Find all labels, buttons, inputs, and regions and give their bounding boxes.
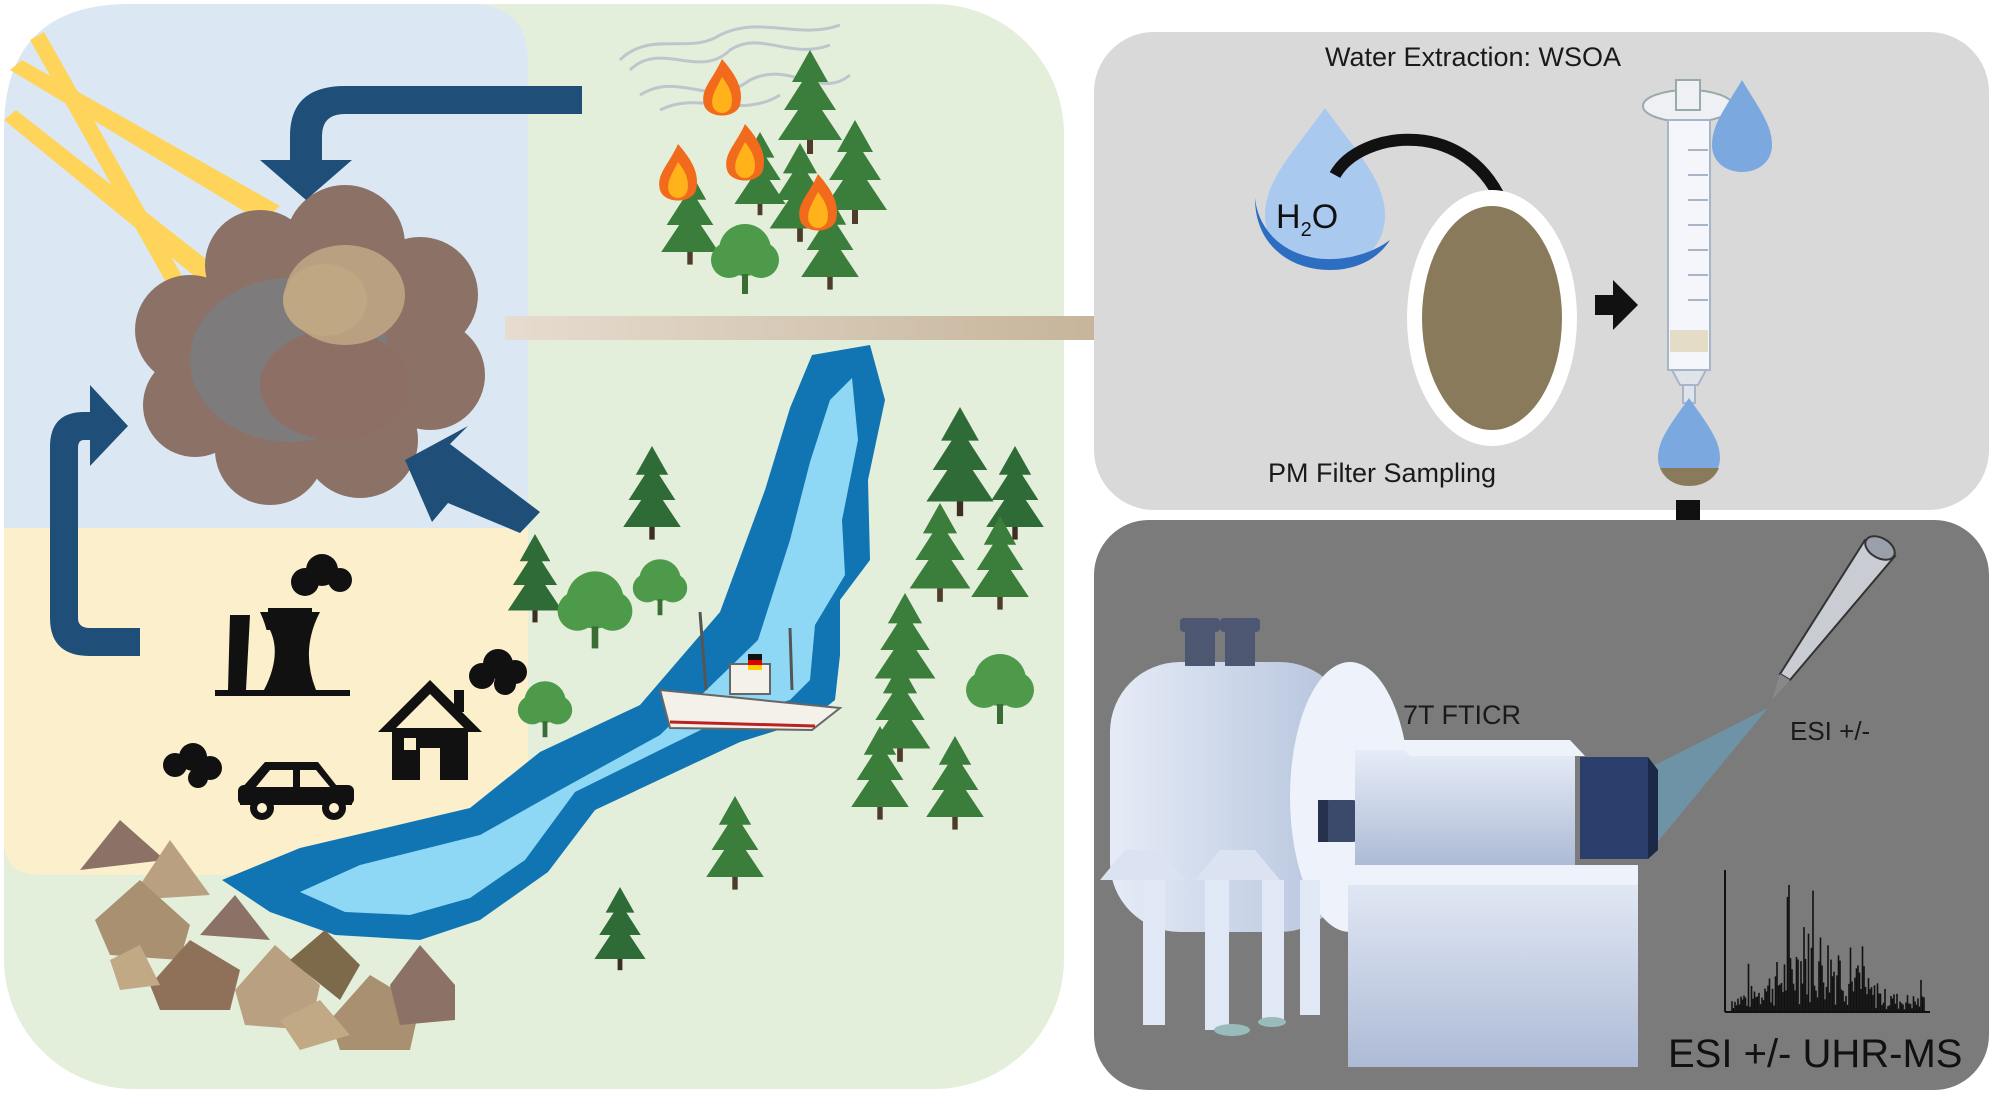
water-extraction-label: Water Extraction: WSOA bbox=[1325, 42, 1622, 72]
h2o-label: H2O bbox=[1276, 198, 1338, 242]
fticr-label: 7T FTICR bbox=[1403, 700, 1522, 730]
esi-label: ESI +/- bbox=[1790, 716, 1871, 746]
biogenic-to-cloud-arrow bbox=[405, 426, 540, 533]
h2o-subscript: 2 bbox=[1300, 218, 1312, 241]
river-icon bbox=[222, 345, 885, 940]
wildfire-smoke-icon bbox=[618, 23, 851, 112]
mass-spectrum-icon bbox=[1724, 870, 1930, 1013]
rocks-icon bbox=[80, 820, 455, 1050]
factory-icon bbox=[215, 554, 352, 696]
aerosol-cloud-icon bbox=[135, 185, 485, 505]
sun-rays-icon bbox=[4, 32, 280, 300]
pm-filter-label: PM Filter Sampling bbox=[1268, 458, 1497, 488]
h2o-o: O bbox=[1311, 198, 1339, 236]
exhaust-smoke-icon bbox=[163, 649, 527, 788]
water-drop-icon bbox=[1255, 108, 1390, 270]
esi-needle-icon bbox=[1772, 535, 1897, 700]
filter-icon bbox=[1407, 190, 1577, 446]
step-arrow bbox=[1595, 280, 1638, 330]
house-icon bbox=[378, 680, 482, 780]
h2o-h: H bbox=[1276, 198, 1301, 236]
ship-icon bbox=[658, 611, 843, 732]
spray-cone bbox=[1655, 708, 1768, 845]
uhr-ms-label: ESI +/- UHR-MS bbox=[1668, 1032, 1963, 1076]
mass-spectrometer-icon bbox=[1100, 618, 1658, 1067]
feedback-arrows bbox=[50, 86, 582, 656]
car-icon bbox=[238, 762, 354, 820]
fire-to-cloud-arrow bbox=[260, 86, 582, 200]
emissions-to-cloud-arrow bbox=[50, 385, 140, 656]
syringe-icon bbox=[1642, 79, 1772, 486]
emission-region bbox=[4, 528, 528, 875]
